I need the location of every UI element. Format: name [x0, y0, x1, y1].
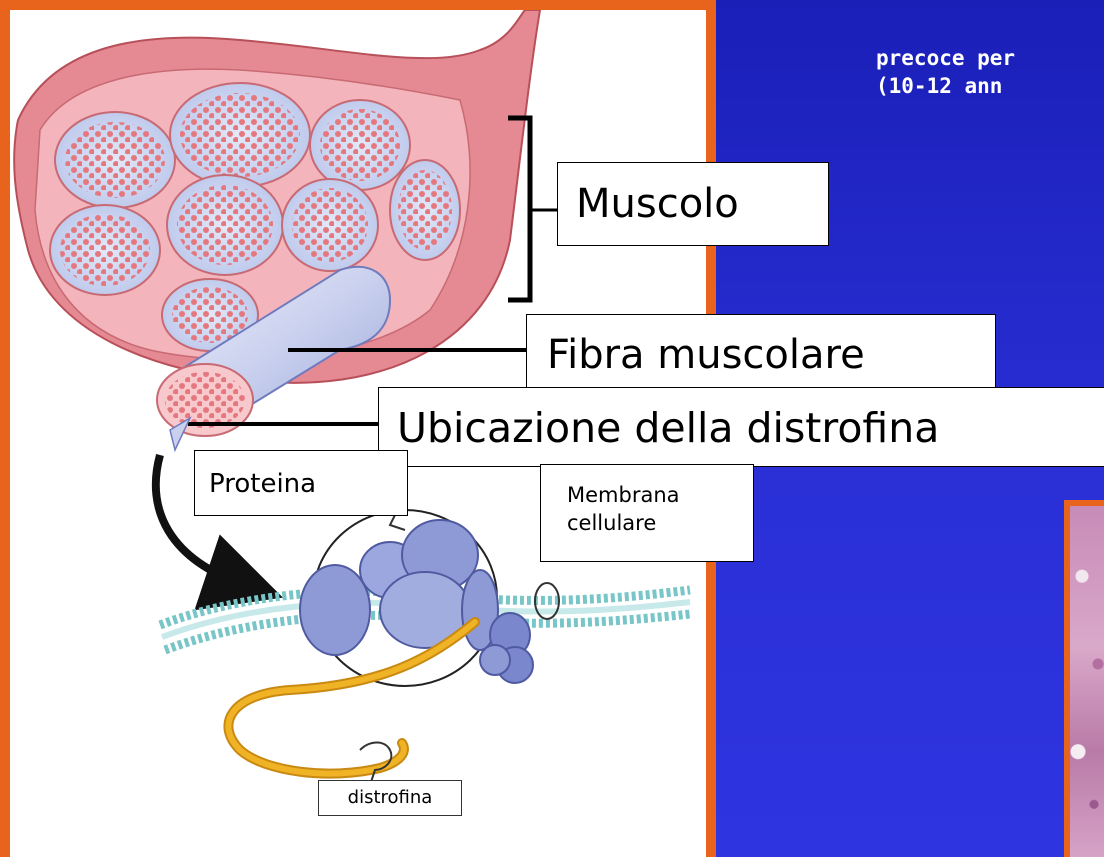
slide-text-line-2: (10-12 ann	[876, 74, 1002, 98]
label-muscolo: Muscolo	[557, 162, 829, 246]
label-proteina: Proteina	[194, 450, 408, 516]
slide-text: precoce per (10-12 ann	[876, 44, 1015, 100]
label-ubicazione-distrofina: Ubicazione della distrofina	[378, 387, 1104, 467]
histology-photo	[1070, 506, 1104, 857]
label-distrofina: distrofina	[318, 780, 462, 816]
label-membrana-cellulare: Membrana cellulare	[540, 464, 754, 562]
proteina-callout-pointer	[390, 515, 405, 530]
histology-photo-frame	[1064, 500, 1104, 857]
label-fibra-muscolare: Fibra muscolare	[526, 314, 996, 394]
slide-text-line-1: precoce per	[876, 46, 1015, 70]
